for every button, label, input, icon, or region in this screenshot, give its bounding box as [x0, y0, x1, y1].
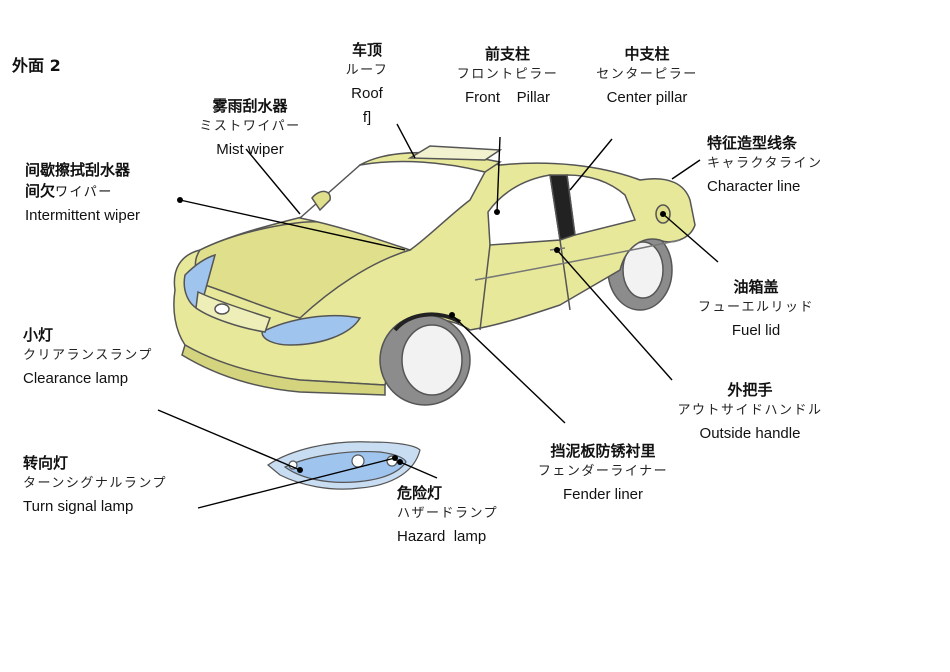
leader-roof	[396, 123, 416, 159]
car-illustration	[173, 145, 696, 406]
fuel-lid-zh: 油箱盖	[733, 278, 779, 296]
page-title: 外面 2	[12, 56, 61, 75]
sunroof	[407, 145, 503, 161]
leader-dots	[177, 197, 666, 473]
label-character-line: 特征造型线条 キャラクタライン Character line	[707, 133, 822, 199]
door-seam	[479, 239, 571, 331]
leader-fender-liner	[451, 314, 566, 424]
turn-signal-lamp-detail	[267, 441, 421, 490]
emblem	[214, 303, 230, 315]
b-pillar	[549, 174, 576, 241]
lamp-bulb-1	[351, 454, 365, 468]
rear-rim	[622, 241, 664, 299]
outside-handle-en: Outside handle	[699, 425, 801, 442]
label-outside-handle: 外把手 アウトサイドハンドル Outside handle	[665, 380, 835, 446]
clearance-lamp-en: Clearance lamp	[23, 370, 129, 387]
leader-center-pillar	[569, 138, 613, 191]
label-front-pillar: 前支柱 フロントピラー Front Pillar	[445, 44, 570, 110]
leader-front-pillar	[496, 136, 501, 213]
intermittent-wiper-zh2: 间欠	[25, 182, 56, 200]
front-bumper	[181, 343, 386, 396]
fender-liner-en: Fender liner	[562, 486, 644, 503]
turn-signal-lamp-ja: ターンシグナルランプ	[23, 476, 167, 491]
mist-wiper-en: Mist wiper	[216, 141, 284, 158]
outside-handle-ja: アウトサイドハンドル	[677, 403, 823, 418]
mist-wiper-zh: 雾雨刮水器	[212, 97, 288, 115]
front-rim	[401, 324, 463, 396]
clearance-lamp-zh: 小灯	[23, 326, 54, 344]
right-headlamp	[261, 314, 362, 346]
label-intermittent-wiper: 间歇擦拭刮水器 间欠ワイパー Intermittent wiper	[25, 160, 140, 228]
label-mist-wiper: 雾雨刮水器 ミストワイパー Mist wiper	[190, 96, 310, 162]
label-hazard-lamp: 危险灯 ハザードランプ Hazard lamp	[397, 483, 498, 549]
front-pillar-ja: フロントピラー	[456, 67, 559, 82]
center-pillar-ja: センターピラー	[596, 67, 698, 82]
label-turn-signal-lamp: 转向灯 ターンシグナルランプ Turn signal lamp	[23, 453, 167, 519]
rear-door-window	[566, 174, 637, 236]
mist-wiper-ja: ミストワイパー	[199, 119, 301, 134]
side-mirror	[311, 190, 331, 212]
front-pillar-en: Front Pillar	[464, 89, 551, 106]
roof-extra: f]	[362, 109, 372, 126]
center-pillar-zh: 中支柱	[624, 45, 670, 63]
center-pillar-en: Center pillar	[606, 89, 688, 106]
roof-en: Roof	[351, 85, 383, 102]
turn-signal-lamp-zh: 转向灯	[23, 454, 69, 472]
fender-liner-arch	[393, 312, 462, 332]
leader-character-line	[671, 159, 701, 180]
fender-liner-zh: 挡泥板防锈衬里	[550, 442, 656, 460]
grille	[195, 290, 271, 333]
lamp-lens	[283, 451, 407, 483]
front-pillar-zh: 前支柱	[484, 45, 530, 63]
label-fuel-lid: 油箱盖 フューエルリッド Fuel lid	[686, 277, 826, 343]
hazard-lamp-ja: ハザードランプ	[397, 506, 499, 521]
leader-lines	[157, 123, 719, 509]
label-center-pillar: 中支柱 センターピラー Center pillar	[586, 44, 708, 110]
fuel-lid-en: Fuel lid	[731, 322, 781, 339]
leader-turn-signal	[197, 457, 396, 509]
outside-handle-zh: 外把手	[727, 381, 773, 399]
hazard-lamp-en: Hazard lamp	[397, 528, 487, 545]
leader-fuel-lid	[662, 213, 719, 263]
fender-liner-ja: フェンダーライナー	[537, 464, 669, 479]
roof-ja: ルーフ	[345, 63, 389, 78]
intermittent-wiper-en: Intermittent wiper	[25, 207, 141, 224]
character-line-ja: キャラクタライン	[707, 156, 823, 171]
turn-signal-lamp-en: Turn signal lamp	[23, 498, 134, 515]
hazard-lamp-zh: 危险灯	[397, 484, 443, 502]
leader-outside-handle	[556, 249, 673, 381]
clearance-lamp-ja: クリアランスランプ	[23, 348, 153, 363]
intermittent-wiper-zh: 间歇擦拭刮水器	[25, 161, 131, 179]
fuel-lid-ja: フューエルリッド	[697, 300, 814, 315]
left-headlamp	[183, 253, 217, 312]
leader-hazard	[399, 461, 438, 479]
leader-intermittent-wiper	[179, 199, 406, 251]
leader-mist-wiper	[245, 148, 301, 215]
character-line-en: Character line	[707, 178, 801, 195]
character-line-stroke	[474, 239, 681, 281]
label-roof: 车顶 ルーフ Roof f]	[338, 40, 396, 130]
label-clearance-lamp: 小灯 クリアランスランプ Clearance lamp	[23, 325, 153, 391]
character-line-zh: 特征造型线条	[707, 134, 798, 152]
roof-zh: 车顶	[351, 41, 382, 59]
label-fender-liner: 挡泥板防锈衬里 フェンダーライナー Fender liner	[525, 441, 681, 507]
leader-clearance-lamp	[157, 409, 301, 471]
intermittent-wiper-ja: ワイパー	[55, 185, 113, 200]
